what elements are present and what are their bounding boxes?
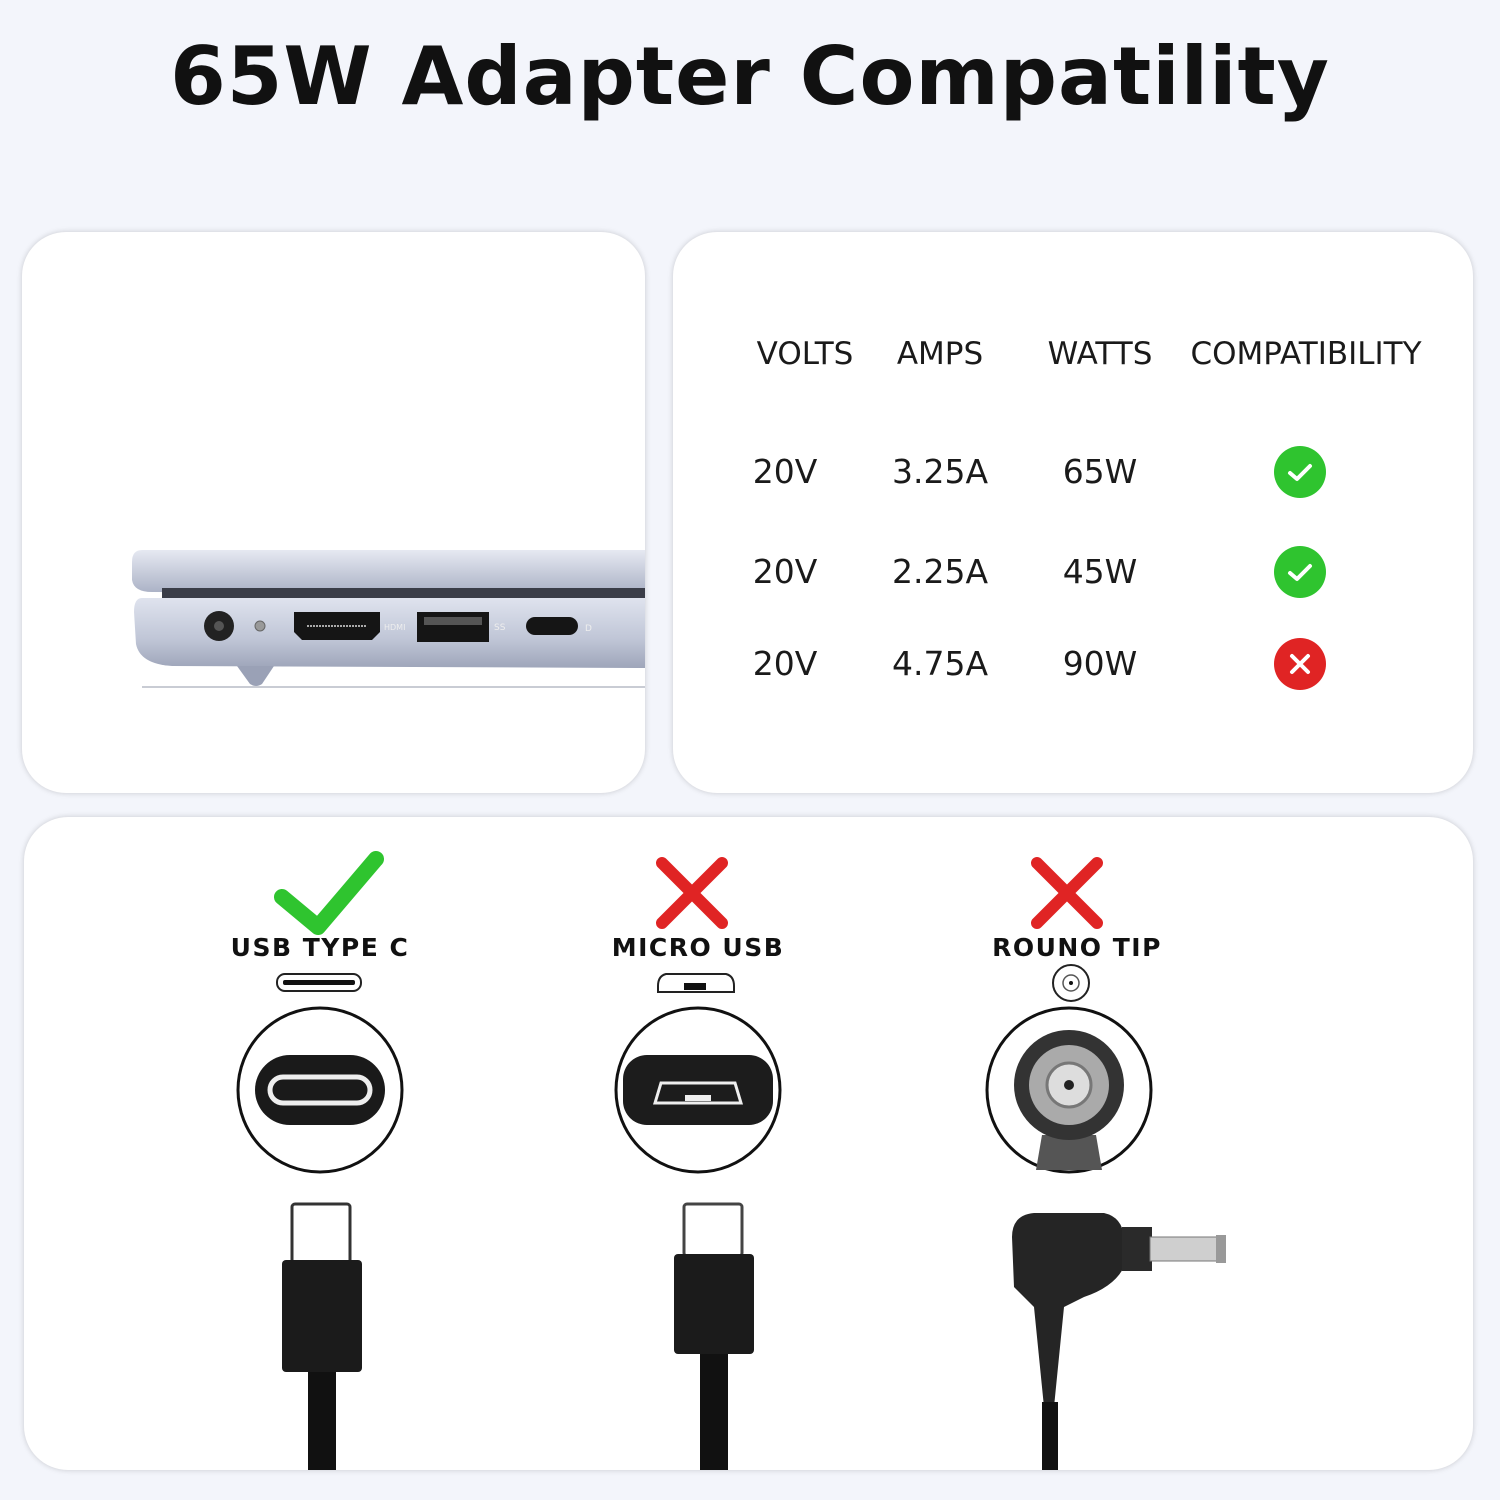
dp-label: D xyxy=(585,624,592,634)
micro-usb-closeup xyxy=(614,1006,782,1174)
cross-mark-icon xyxy=(656,857,728,929)
cell-amps: 3.25A xyxy=(891,452,989,491)
spec-table-panel: VOLTS AMPS WATTS COMPATIBILITY 20V 3.25A 6… xyxy=(673,232,1473,793)
connector-label: ROUNO TIP xyxy=(992,933,1162,962)
micro-usb-cable xyxy=(674,1202,754,1470)
micro-usb-icon xyxy=(657,973,735,993)
cross-circle-icon xyxy=(1274,638,1326,690)
usb-c-cable xyxy=(282,1202,362,1470)
header-volts: VOLTS xyxy=(756,336,854,372)
header-watts: WATTS xyxy=(1047,336,1153,372)
cross-mark-icon xyxy=(1031,857,1103,929)
usb-c-icon xyxy=(276,973,362,992)
header-amps: AMPS xyxy=(896,336,984,372)
header-compatibility: COMPATIBILITY xyxy=(1190,336,1422,372)
cell-volts: 20V xyxy=(752,644,818,683)
usb-c-closeup xyxy=(236,1006,404,1174)
round-tip-icon xyxy=(1052,964,1090,1002)
cell-amps: 4.75A xyxy=(891,644,989,683)
connector-label: MICRO USB xyxy=(611,933,785,962)
ss-label: SS xyxy=(494,623,506,633)
connector-panel: USB TYPE C MICRO USB ROUNO TIP xyxy=(24,817,1473,1470)
cell-volts: 20V xyxy=(752,552,818,591)
page-title: 65W Adapter Compatility xyxy=(170,30,1330,123)
hdmi-label: HDMI xyxy=(384,623,405,632)
round-tip-cable xyxy=(1012,1213,1226,1470)
round-tip-closeup xyxy=(985,1006,1153,1174)
laptop-side-illustration: HDMI SS D xyxy=(132,550,645,688)
cell-watts: 45W xyxy=(1062,552,1138,591)
connector-label: USB TYPE C xyxy=(230,933,410,962)
laptop-ports-panel: HDMI SS D xyxy=(22,232,645,793)
cell-volts: 20V xyxy=(752,452,818,491)
cell-watts: 90W xyxy=(1062,644,1138,683)
cell-amps: 2.25A xyxy=(891,552,989,591)
check-circle-icon xyxy=(1274,446,1326,498)
cell-watts: 65W xyxy=(1062,452,1138,491)
check-circle-icon xyxy=(1274,546,1326,598)
check-mark-icon xyxy=(274,851,384,935)
